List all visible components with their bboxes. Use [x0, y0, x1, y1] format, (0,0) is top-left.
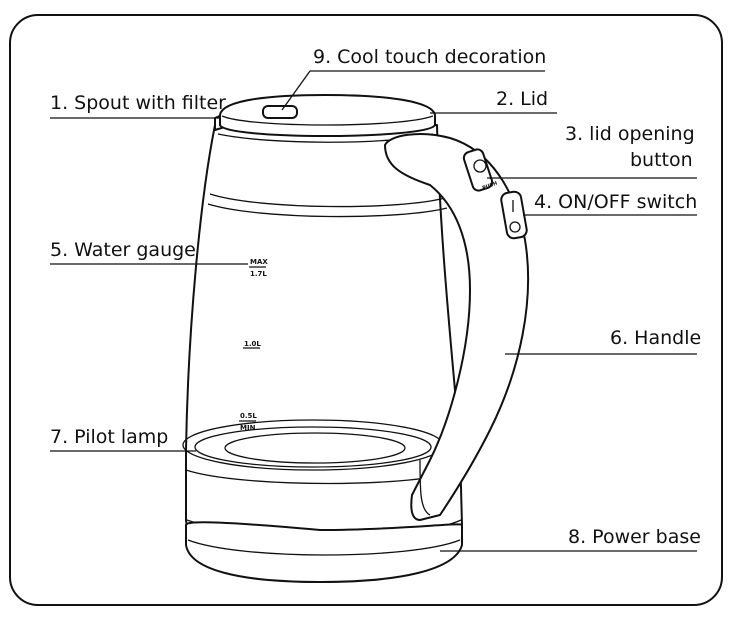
label-lid-button-line1: 3. lid opening — [565, 123, 695, 145]
label-cool-touch: 9. Cool touch decoration — [313, 46, 546, 68]
push-text: PUSH — [482, 181, 499, 192]
label-on-off: 4. ON/OFF switch — [534, 191, 697, 213]
water-gauge: MAX 1.7L 1.0L 0.5L MIN — [239, 258, 268, 432]
label-pilot-lamp: 7. Pilot lamp — [50, 426, 168, 448]
labels: 9. Cool touch decoration 1. Spout with f… — [50, 46, 701, 548]
lid — [219, 94, 436, 137]
power-base — [185, 521, 463, 583]
label-lid-button-line2: button — [630, 149, 693, 171]
gauge-min-label: MIN — [240, 424, 256, 432]
handle: PUSH — [384, 133, 530, 521]
label-lid: 2. Lid — [496, 88, 548, 110]
gauge-mid-value: 1.0L — [244, 340, 261, 348]
label-handle: 6. Handle — [610, 327, 701, 349]
label-power-base: 8. Power base — [568, 526, 701, 548]
gauge-min-value: 0.5L — [240, 412, 257, 420]
diagram-frame — [9, 14, 723, 606]
label-spout: 1. Spout with filter — [50, 92, 226, 114]
gauge-max-label: MAX — [250, 258, 268, 266]
gauge-max-value: 1.7L — [250, 270, 267, 278]
label-water-gauge: 5. Water gauge — [50, 239, 196, 261]
leader-lines — [50, 70, 697, 552]
cool-touch-decoration — [262, 105, 298, 119]
lid-opening-button — [462, 148, 494, 192]
